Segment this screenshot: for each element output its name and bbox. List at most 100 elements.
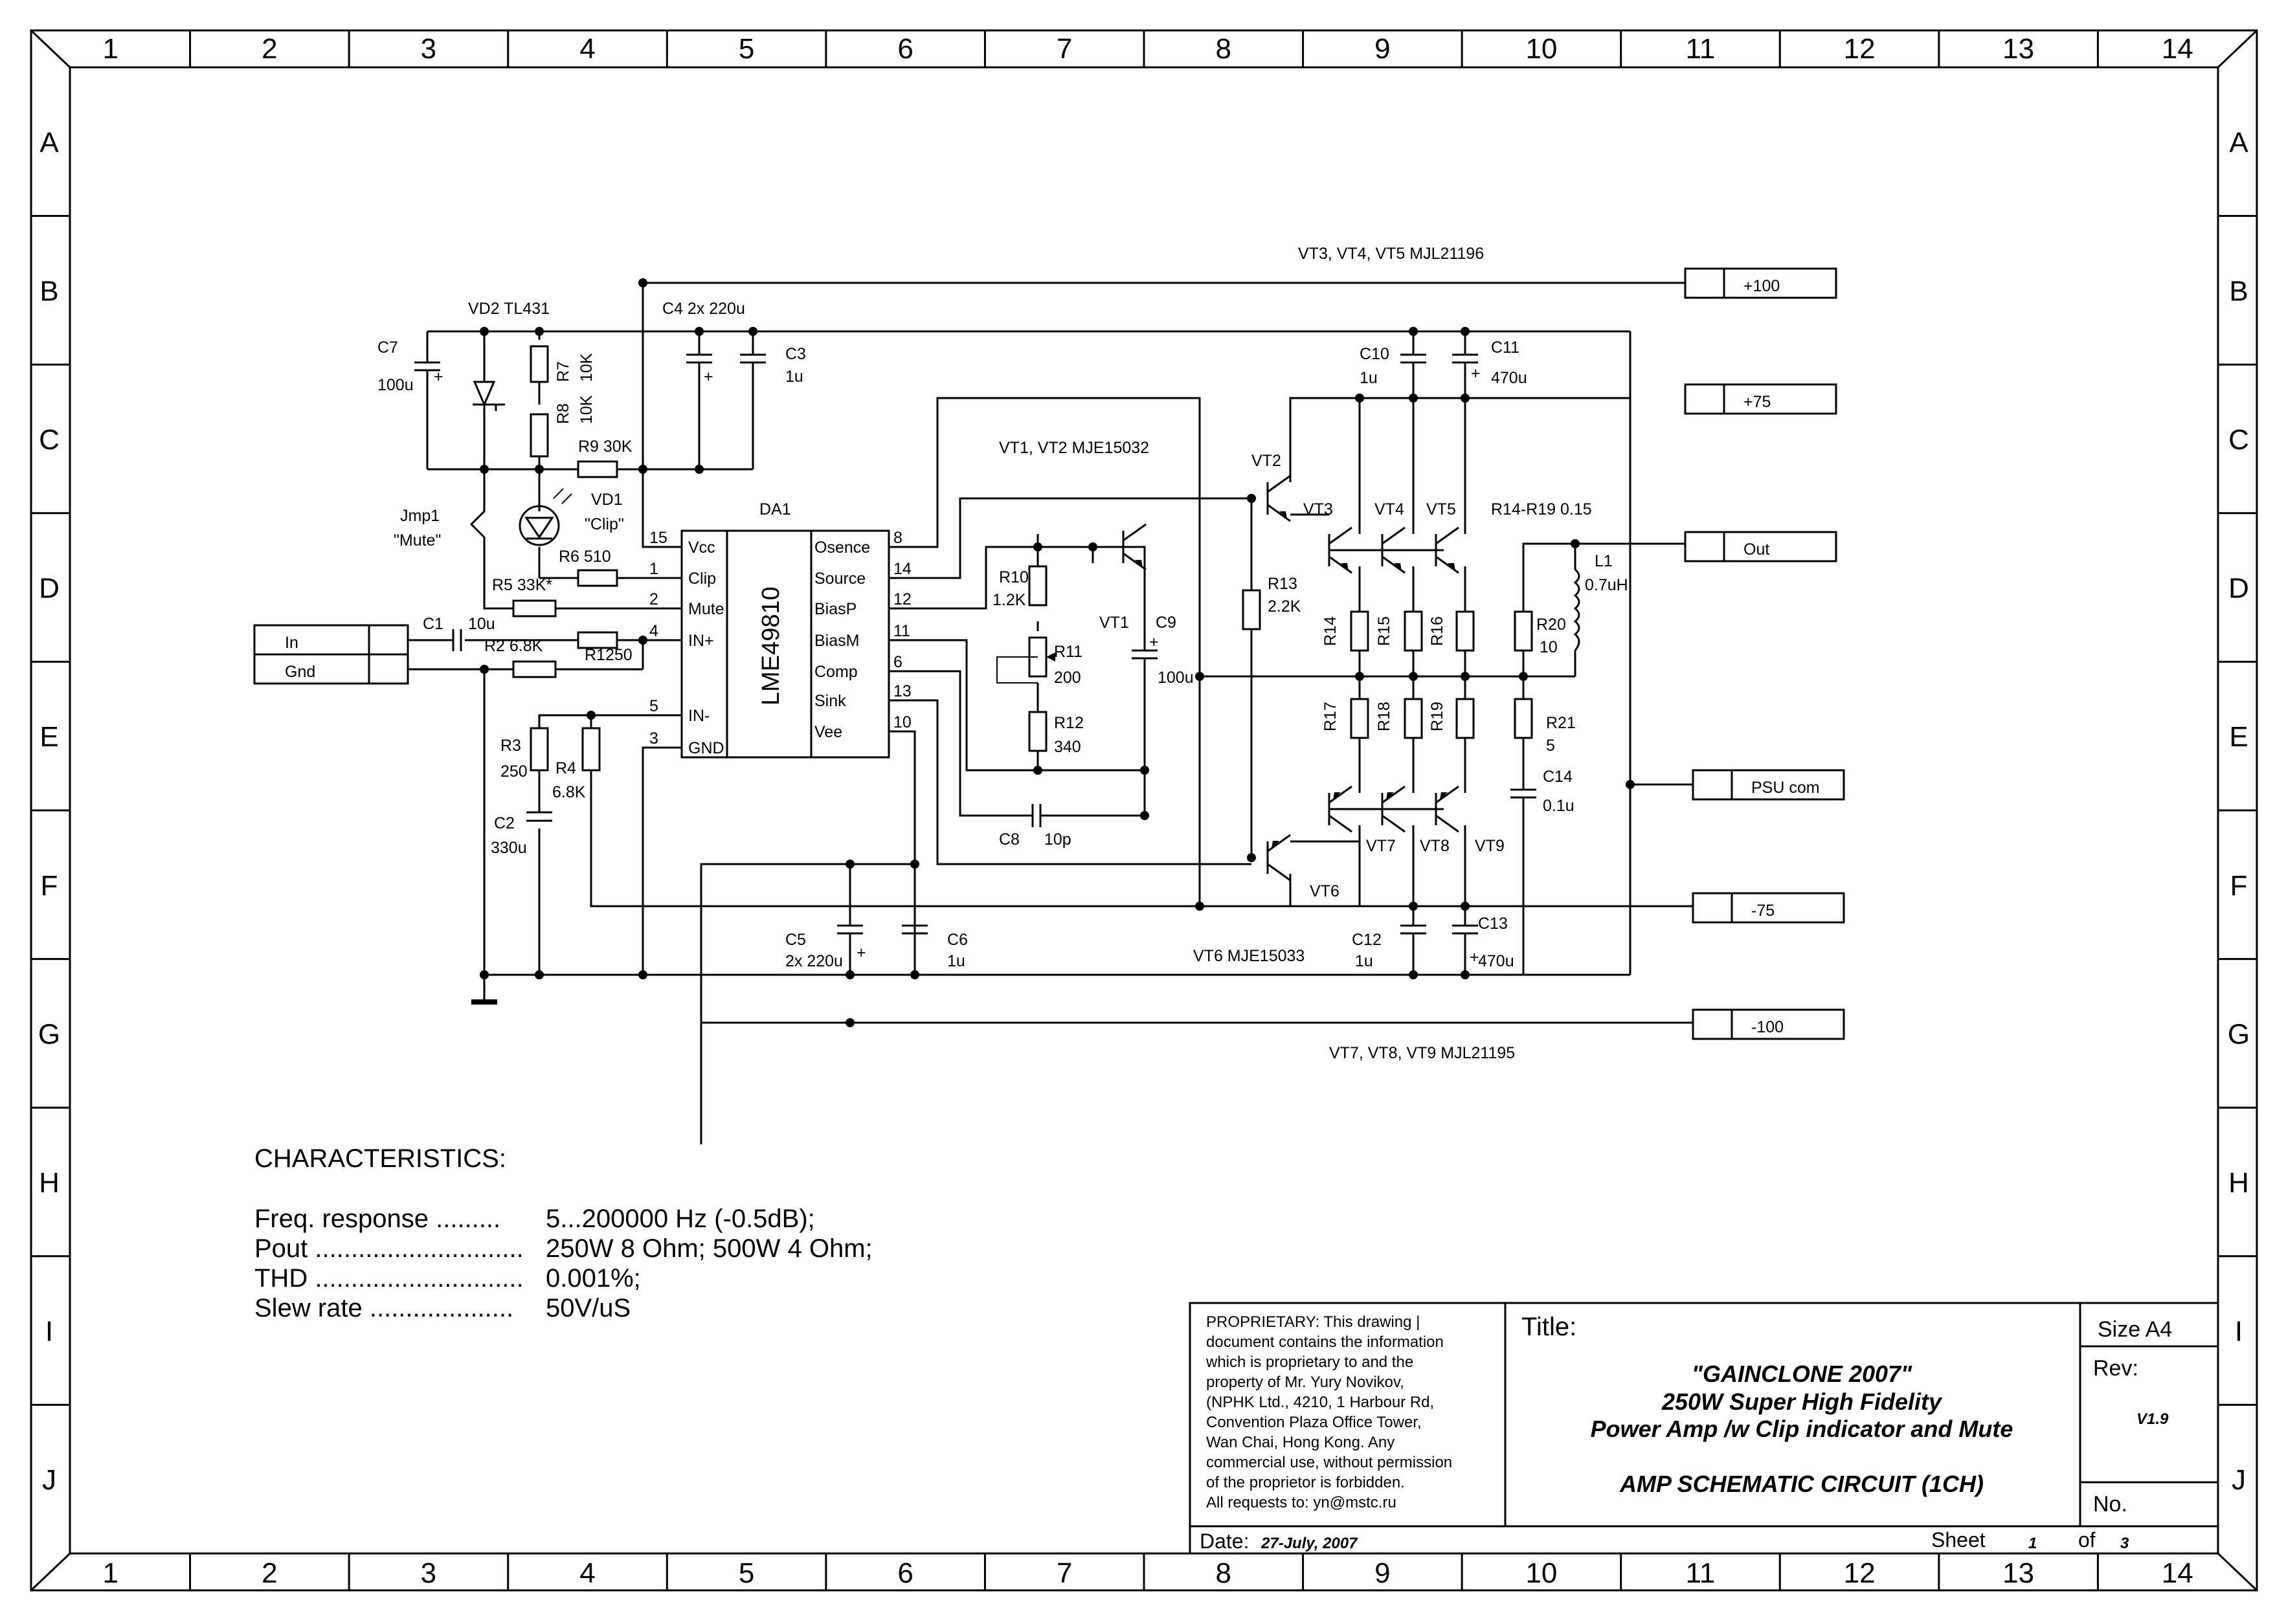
ic-lme49810 xyxy=(680,529,890,759)
label: R13 xyxy=(1268,575,1297,593)
svg-text:+: + xyxy=(434,368,443,386)
ic-pin-number: 3 xyxy=(649,729,658,748)
label: R5 33K* xyxy=(492,576,552,594)
ic-pin-name: Clip xyxy=(688,570,716,588)
label: 0.1u xyxy=(1543,797,1574,815)
transistor-vt5 xyxy=(1435,526,1459,574)
char-value: 5...200000 Hz (-0.5dB); xyxy=(546,1205,815,1233)
label: R9 30K xyxy=(578,438,633,456)
connector-label: PSU com xyxy=(1751,779,1820,797)
char-key: Slew rate .................... xyxy=(254,1294,513,1322)
char-key: THD ............................. xyxy=(254,1264,524,1293)
ic-pin-number: 14 xyxy=(893,560,912,578)
ic-pin-name: BiasP xyxy=(814,600,857,618)
char-key: Freq. response ......... xyxy=(254,1205,500,1233)
label: R19 xyxy=(1428,702,1446,731)
resistor-r6 xyxy=(577,569,618,587)
label: C12 xyxy=(1352,931,1382,949)
title-label: Title: xyxy=(1521,1313,1576,1341)
capacitor-c14 xyxy=(1510,788,1536,809)
proprietary-line: of the proprietor is forbidden. xyxy=(1206,1474,1405,1491)
label: 2.2K xyxy=(1268,597,1301,616)
label: R6 510 xyxy=(559,548,611,566)
proprietary-line: (NPHK Ltd., 4210, 1 Harbour Rd, xyxy=(1206,1394,1434,1411)
svg-text:+: + xyxy=(1149,633,1159,651)
row-label: F xyxy=(41,870,58,902)
row-label: H xyxy=(2228,1167,2249,1199)
ic-pin-number: 4 xyxy=(649,622,658,640)
column-label: 4 xyxy=(579,33,595,65)
column-label: 13 xyxy=(2002,1557,2034,1589)
ic-pin-name: IN+ xyxy=(688,632,714,650)
ic-pin-number: 2 xyxy=(649,590,658,608)
row-label: I xyxy=(45,1316,53,1348)
sheet-number: 1 xyxy=(2028,1535,2037,1552)
label: 10K xyxy=(577,395,596,424)
label: VT1 xyxy=(1099,614,1129,632)
label: 100u xyxy=(1158,669,1194,687)
label: C9 xyxy=(1156,614,1176,632)
connector-label: +75 xyxy=(1743,393,1771,411)
column-label: 3 xyxy=(421,33,436,65)
label: R20 xyxy=(1536,616,1566,634)
capacitor-c11 xyxy=(1452,353,1478,374)
label: VT2 xyxy=(1251,452,1281,470)
resistor-r16 xyxy=(1455,610,1475,652)
ic-pin-name: Osence xyxy=(814,539,870,557)
row-label: F xyxy=(2230,870,2248,902)
char-value: 50V/uS xyxy=(546,1294,631,1322)
capacitor-c10 xyxy=(1400,353,1426,374)
connector-label: -75 xyxy=(1751,902,1775,920)
proprietary-line: Wan Chai, Hong Kong. Any xyxy=(1206,1434,1395,1451)
capacitor-c6 xyxy=(902,924,928,945)
label: C14 xyxy=(1543,768,1573,786)
zener-vd2-tl431 xyxy=(473,353,505,421)
label: 1u xyxy=(1355,952,1373,970)
resistor-r1 xyxy=(577,631,618,649)
ic-pin-number: 15 xyxy=(649,529,667,547)
label: 470u xyxy=(1491,369,1527,387)
column-label: 14 xyxy=(2162,1557,2193,1589)
ic-pin-name: GND xyxy=(688,739,724,757)
transistor-vt7 xyxy=(1328,785,1352,833)
note-r14-r19: R14-R19 0.15 xyxy=(1491,500,1592,518)
connector-in: In xyxy=(253,624,409,656)
resistor-r15 xyxy=(1404,610,1423,652)
ic-pin-number: 1 xyxy=(649,560,658,578)
row-label: A xyxy=(2229,127,2248,159)
proprietary-line: commercial use, without permission xyxy=(1206,1454,1452,1471)
label: R14 xyxy=(1321,616,1339,646)
capacitor-c5 xyxy=(837,924,863,945)
label: C3 xyxy=(785,345,806,363)
column-label: 10 xyxy=(1525,1557,1557,1589)
label: VT4 xyxy=(1374,500,1404,518)
label: R8 xyxy=(554,403,572,424)
no-label: No. xyxy=(2093,1492,2127,1517)
ic-pin-name: IN- xyxy=(688,707,710,725)
capacitor-c3 xyxy=(740,353,766,379)
label: C13 xyxy=(1478,915,1508,933)
resistor-r21 xyxy=(1514,698,1533,739)
label: 330u xyxy=(491,839,527,857)
label: 2x 220u xyxy=(785,952,843,970)
connector-p75: +75 xyxy=(1684,383,1837,415)
label: VT7 xyxy=(1366,837,1396,855)
characteristics: CHARACTERISTICS: Freq. response ........… xyxy=(254,1144,873,1322)
row-label: B xyxy=(39,275,58,307)
component-symbols: + + + + + + xyxy=(414,345,1580,966)
resistor-r14 xyxy=(1350,610,1369,652)
label: 340 xyxy=(1054,738,1081,756)
column-label: 11 xyxy=(1686,33,1716,65)
label: VD1 xyxy=(591,491,623,509)
resistor-r8 xyxy=(530,413,549,458)
size: Size A4 xyxy=(2098,1317,2172,1342)
ic-pin-number: 8 xyxy=(893,529,902,547)
row-label: A xyxy=(39,127,59,159)
svg-text:+: + xyxy=(704,368,713,386)
label: C7 xyxy=(377,339,398,357)
connector-label: -100 xyxy=(1751,1018,1784,1036)
note-vt345: VT3, VT4, VT5 MJL21196 xyxy=(1298,245,1484,263)
proprietary-line: which is proprietary to and the xyxy=(1205,1353,1413,1371)
